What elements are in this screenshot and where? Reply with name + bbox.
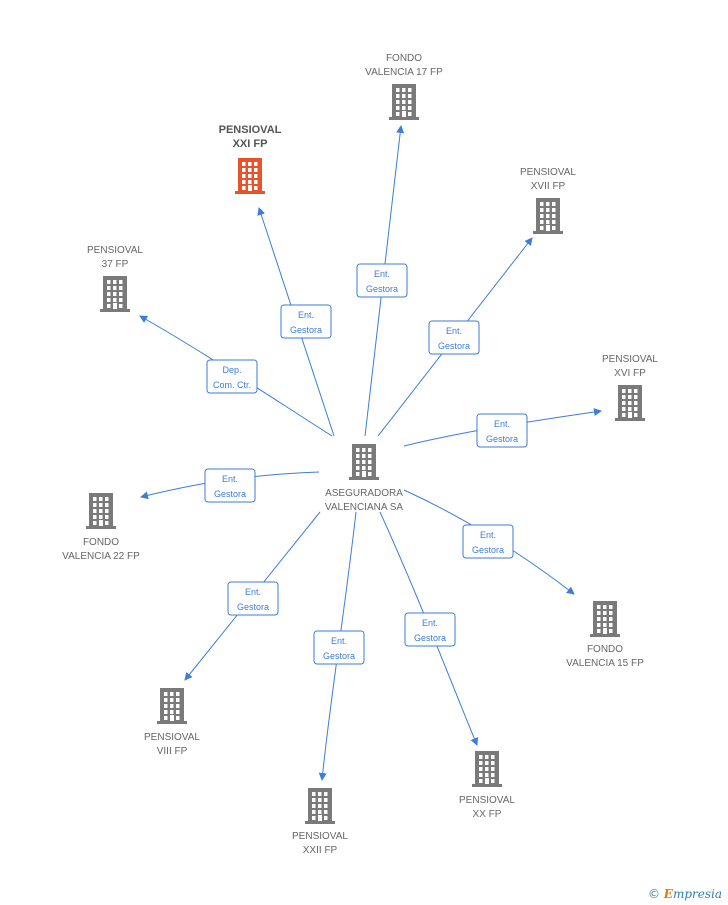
- edge-label: Ent.Gestora: [237, 587, 269, 612]
- building-icon: [533, 198, 563, 234]
- edge-label-box[interactable]: [227, 581, 279, 616]
- building-icon: [349, 444, 379, 480]
- edge-label: Ent.Gestora: [472, 530, 504, 555]
- building-icon: [86, 493, 116, 529]
- edge-label: Dep.Com. Ctr.: [213, 365, 251, 390]
- edge-fondo-valencia-15: Ent.Gestora: [403, 489, 575, 595]
- building-icon: [305, 788, 335, 824]
- edge-label-box[interactable]: [356, 263, 408, 298]
- edge-label-box[interactable]: [280, 304, 332, 339]
- brand-name: mpresia: [672, 887, 722, 901]
- edge-label: Ent.Gestora: [414, 618, 446, 643]
- edge-label-box[interactable]: [204, 468, 256, 503]
- edge-label: Ent.Gestora: [486, 419, 518, 444]
- edge-label-box[interactable]: [428, 320, 480, 355]
- footer-brand: © Empresia: [648, 887, 722, 901]
- edge-line: [364, 125, 405, 437]
- edge-label: Ent.Gestora: [290, 310, 322, 335]
- building-icon: [590, 601, 620, 637]
- edge-label: Ent.Gestora: [438, 326, 470, 351]
- edge-label: Ent.Gestora: [366, 269, 398, 294]
- edge-label-box[interactable]: [313, 630, 365, 665]
- edge-label-box[interactable]: [476, 413, 528, 448]
- edge-pensioval-xvii: Ent.Gestora: [377, 237, 533, 437]
- edge-fondo-valencia-17: Ent.Gestora: [356, 125, 408, 437]
- edge-label-box[interactable]: [404, 612, 456, 647]
- edge-pensioval-xxii: Ent.Gestora: [313, 511, 365, 781]
- edge-pensioval-xxi: Ent.Gestora: [257, 207, 335, 437]
- edge-label: Ent.Gestora: [214, 474, 246, 499]
- copyright-symbol: ©: [647, 887, 660, 901]
- edge-pensioval-viii: Ent.Gestora: [184, 511, 321, 681]
- edge-label-box[interactable]: [462, 524, 514, 559]
- building-icon: [235, 158, 265, 194]
- brand-initial: E: [663, 887, 673, 901]
- edge-label: Ent.Gestora: [323, 636, 355, 661]
- edge-label-box[interactable]: [206, 359, 258, 394]
- edge-fondo-valencia-22: Ent.Gestora: [140, 468, 320, 503]
- building-icon: [615, 385, 645, 421]
- edge-pensioval-xx: Ent.Gestora: [379, 511, 479, 746]
- building-icon: [472, 751, 502, 787]
- edge-pensioval-37: Dep.Com. Ctr.: [139, 315, 333, 437]
- building-icon: [100, 276, 130, 312]
- building-icon: [389, 84, 419, 120]
- building-icon: [157, 688, 187, 724]
- edge-pensioval-xvi: Ent.Gestora: [403, 408, 602, 448]
